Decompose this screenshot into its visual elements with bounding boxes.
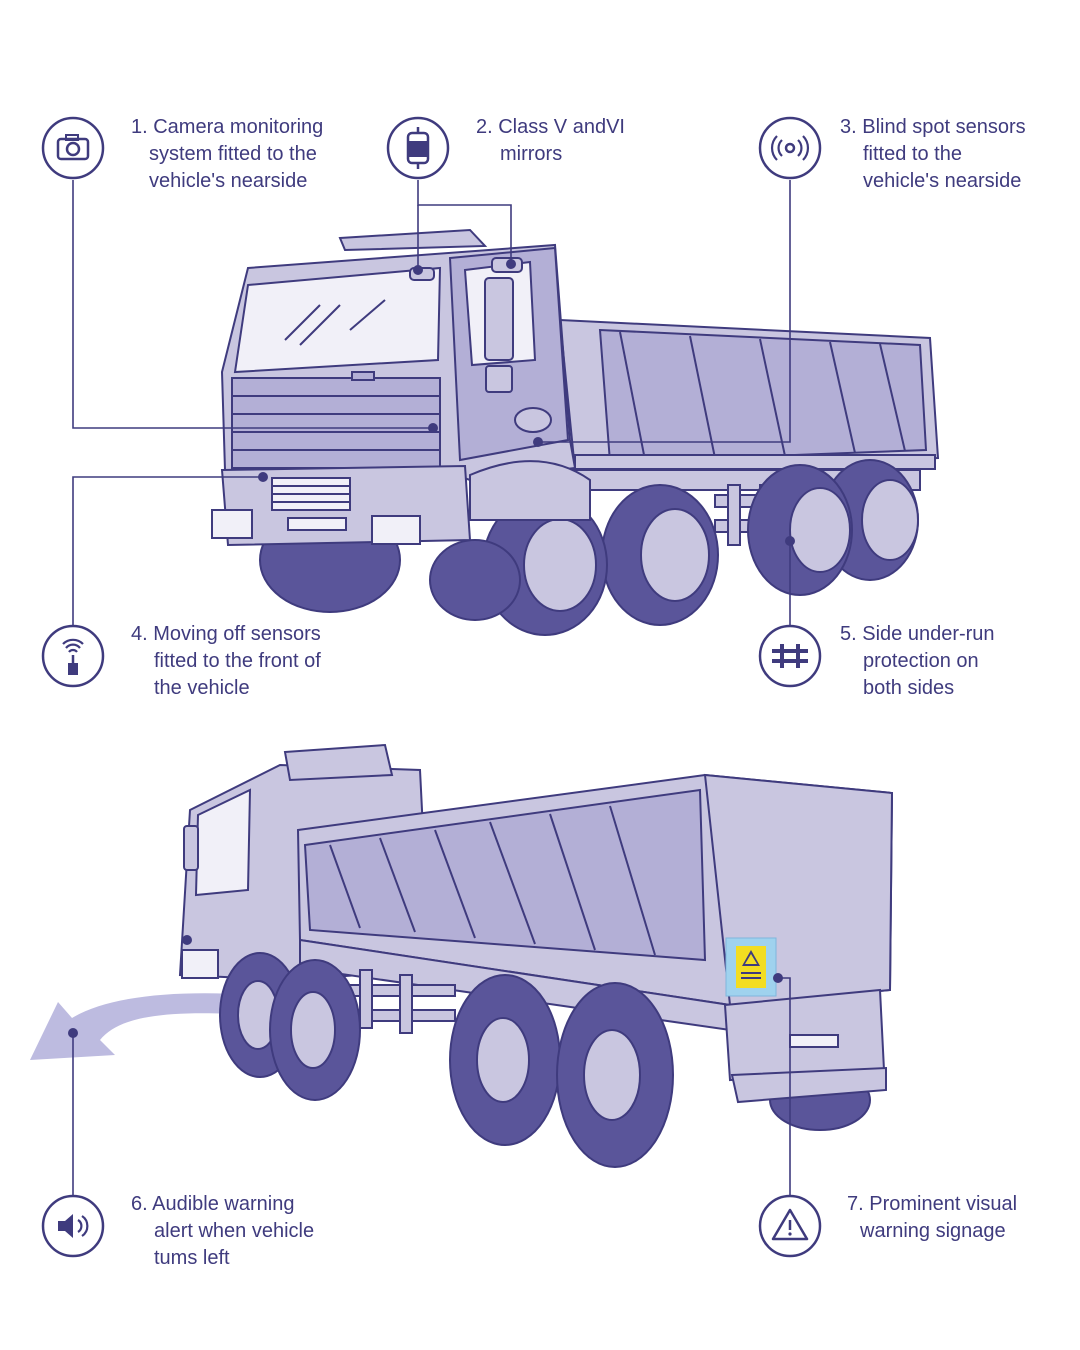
callout-3-line-3: vehicle's nearside: [863, 170, 1022, 192]
rear-number-plate: [789, 1034, 839, 1048]
callout-5-side-under-run: 5. Side under-run protection on both sid…: [840, 621, 995, 702]
badge: [351, 371, 375, 381]
mirror-rear-view: [183, 825, 199, 871]
callout-4-line-3: the vehicle: [154, 677, 250, 699]
front-wheel-arch: [469, 460, 591, 521]
callout-6-line-3: tums left: [154, 1247, 230, 1269]
callout-6-line-2: alert when vehicle: [154, 1220, 315, 1242]
warning-triangle-icon: [758, 1194, 822, 1258]
callout-6-audible-warning: 6. Audible warning alert when vehicle tu…: [131, 1191, 314, 1272]
tipper-ribs-rear: [329, 805, 656, 956]
warning-sign: [725, 937, 777, 997]
headlight-right: [371, 515, 421, 545]
callout-4-moving-off-sensors: 4. Moving off sensors fitted to the fron…: [131, 621, 321, 702]
callout-4-line-2: fitted to the front of: [154, 650, 321, 672]
camera-icon: [41, 116, 105, 180]
bumper-grille-slats: [272, 485, 350, 503]
callout-3-line-1: 3. Blind spot sensors: [840, 116, 1026, 138]
mirror-close-proximity: [485, 365, 513, 393]
callout-2-line-1: 2. Class V andVI: [476, 116, 625, 138]
cab-roof-rear: [283, 743, 394, 782]
tipper-ribs: [619, 331, 906, 461]
windscreen-glare: [284, 299, 386, 346]
sensor-waves-icon: [758, 116, 822, 180]
tipper-body-side: [598, 328, 928, 464]
callout-2-line-2: mirrors: [500, 143, 563, 165]
truck2-leader-lines: [68, 935, 791, 1196]
front-grille: [231, 377, 441, 469]
truck2-wheels: [219, 952, 871, 1168]
tipper-truck-rear-view: [30, 743, 894, 1168]
callout-7-visual-signage: 7. Prominent visual warning signage: [847, 1191, 1017, 1245]
callout-7-line-1: 7. Prominent visual: [847, 1193, 1018, 1215]
speaker-icon: [41, 1194, 105, 1258]
callout-1-line-2: system fitted to the: [149, 143, 317, 165]
callout-1-camera-monitoring: 1. Camera monitoring system fitted to th…: [131, 114, 323, 195]
callout-1-line-3: vehicle's nearside: [149, 170, 308, 192]
steps: [514, 407, 552, 433]
callout-5-line-2: protection on: [863, 650, 979, 672]
callout-1-line-1: 1. Camera monitoring: [131, 116, 324, 138]
callout-3-line-2: fitted to the: [863, 143, 962, 165]
callout-3-blind-spot-sensors: 3. Blind spot sensors fitted to the vehi…: [840, 114, 1026, 195]
rear-underrun-bar: [730, 1066, 887, 1104]
tipper-side-rear: [303, 788, 707, 962]
callout-5-line-1: 5. Side under-run: [840, 623, 995, 645]
side-underrun-guard-rear: [344, 969, 456, 1034]
grille-slats: [232, 395, 440, 451]
headlight-left: [211, 509, 253, 539]
tipper-truck-front-view: [211, 228, 940, 636]
callout-7-line-2: warning signage: [860, 1220, 1006, 1242]
windscreen: [233, 266, 442, 374]
mirror-icon: [386, 116, 450, 180]
signal-sensor-icon: [41, 624, 105, 688]
callout-6-line-1: 6. Audible warning: [131, 1193, 295, 1215]
callout-5-line-3: both sides: [863, 677, 955, 699]
front-light-rear-view: [181, 949, 219, 979]
mirror-main: [484, 277, 514, 361]
cab-roof-spoiler: [338, 228, 488, 252]
barrier-icon: [758, 624, 822, 688]
left-turn-arrow: [30, 993, 255, 1060]
number-plate: [287, 517, 347, 531]
truck1-leader-lines: [72, 180, 795, 626]
callout-2-mirrors: 2. Class V andVI mirrors: [476, 114, 625, 168]
callout-4-line-1: 4. Moving off sensors: [131, 623, 321, 645]
